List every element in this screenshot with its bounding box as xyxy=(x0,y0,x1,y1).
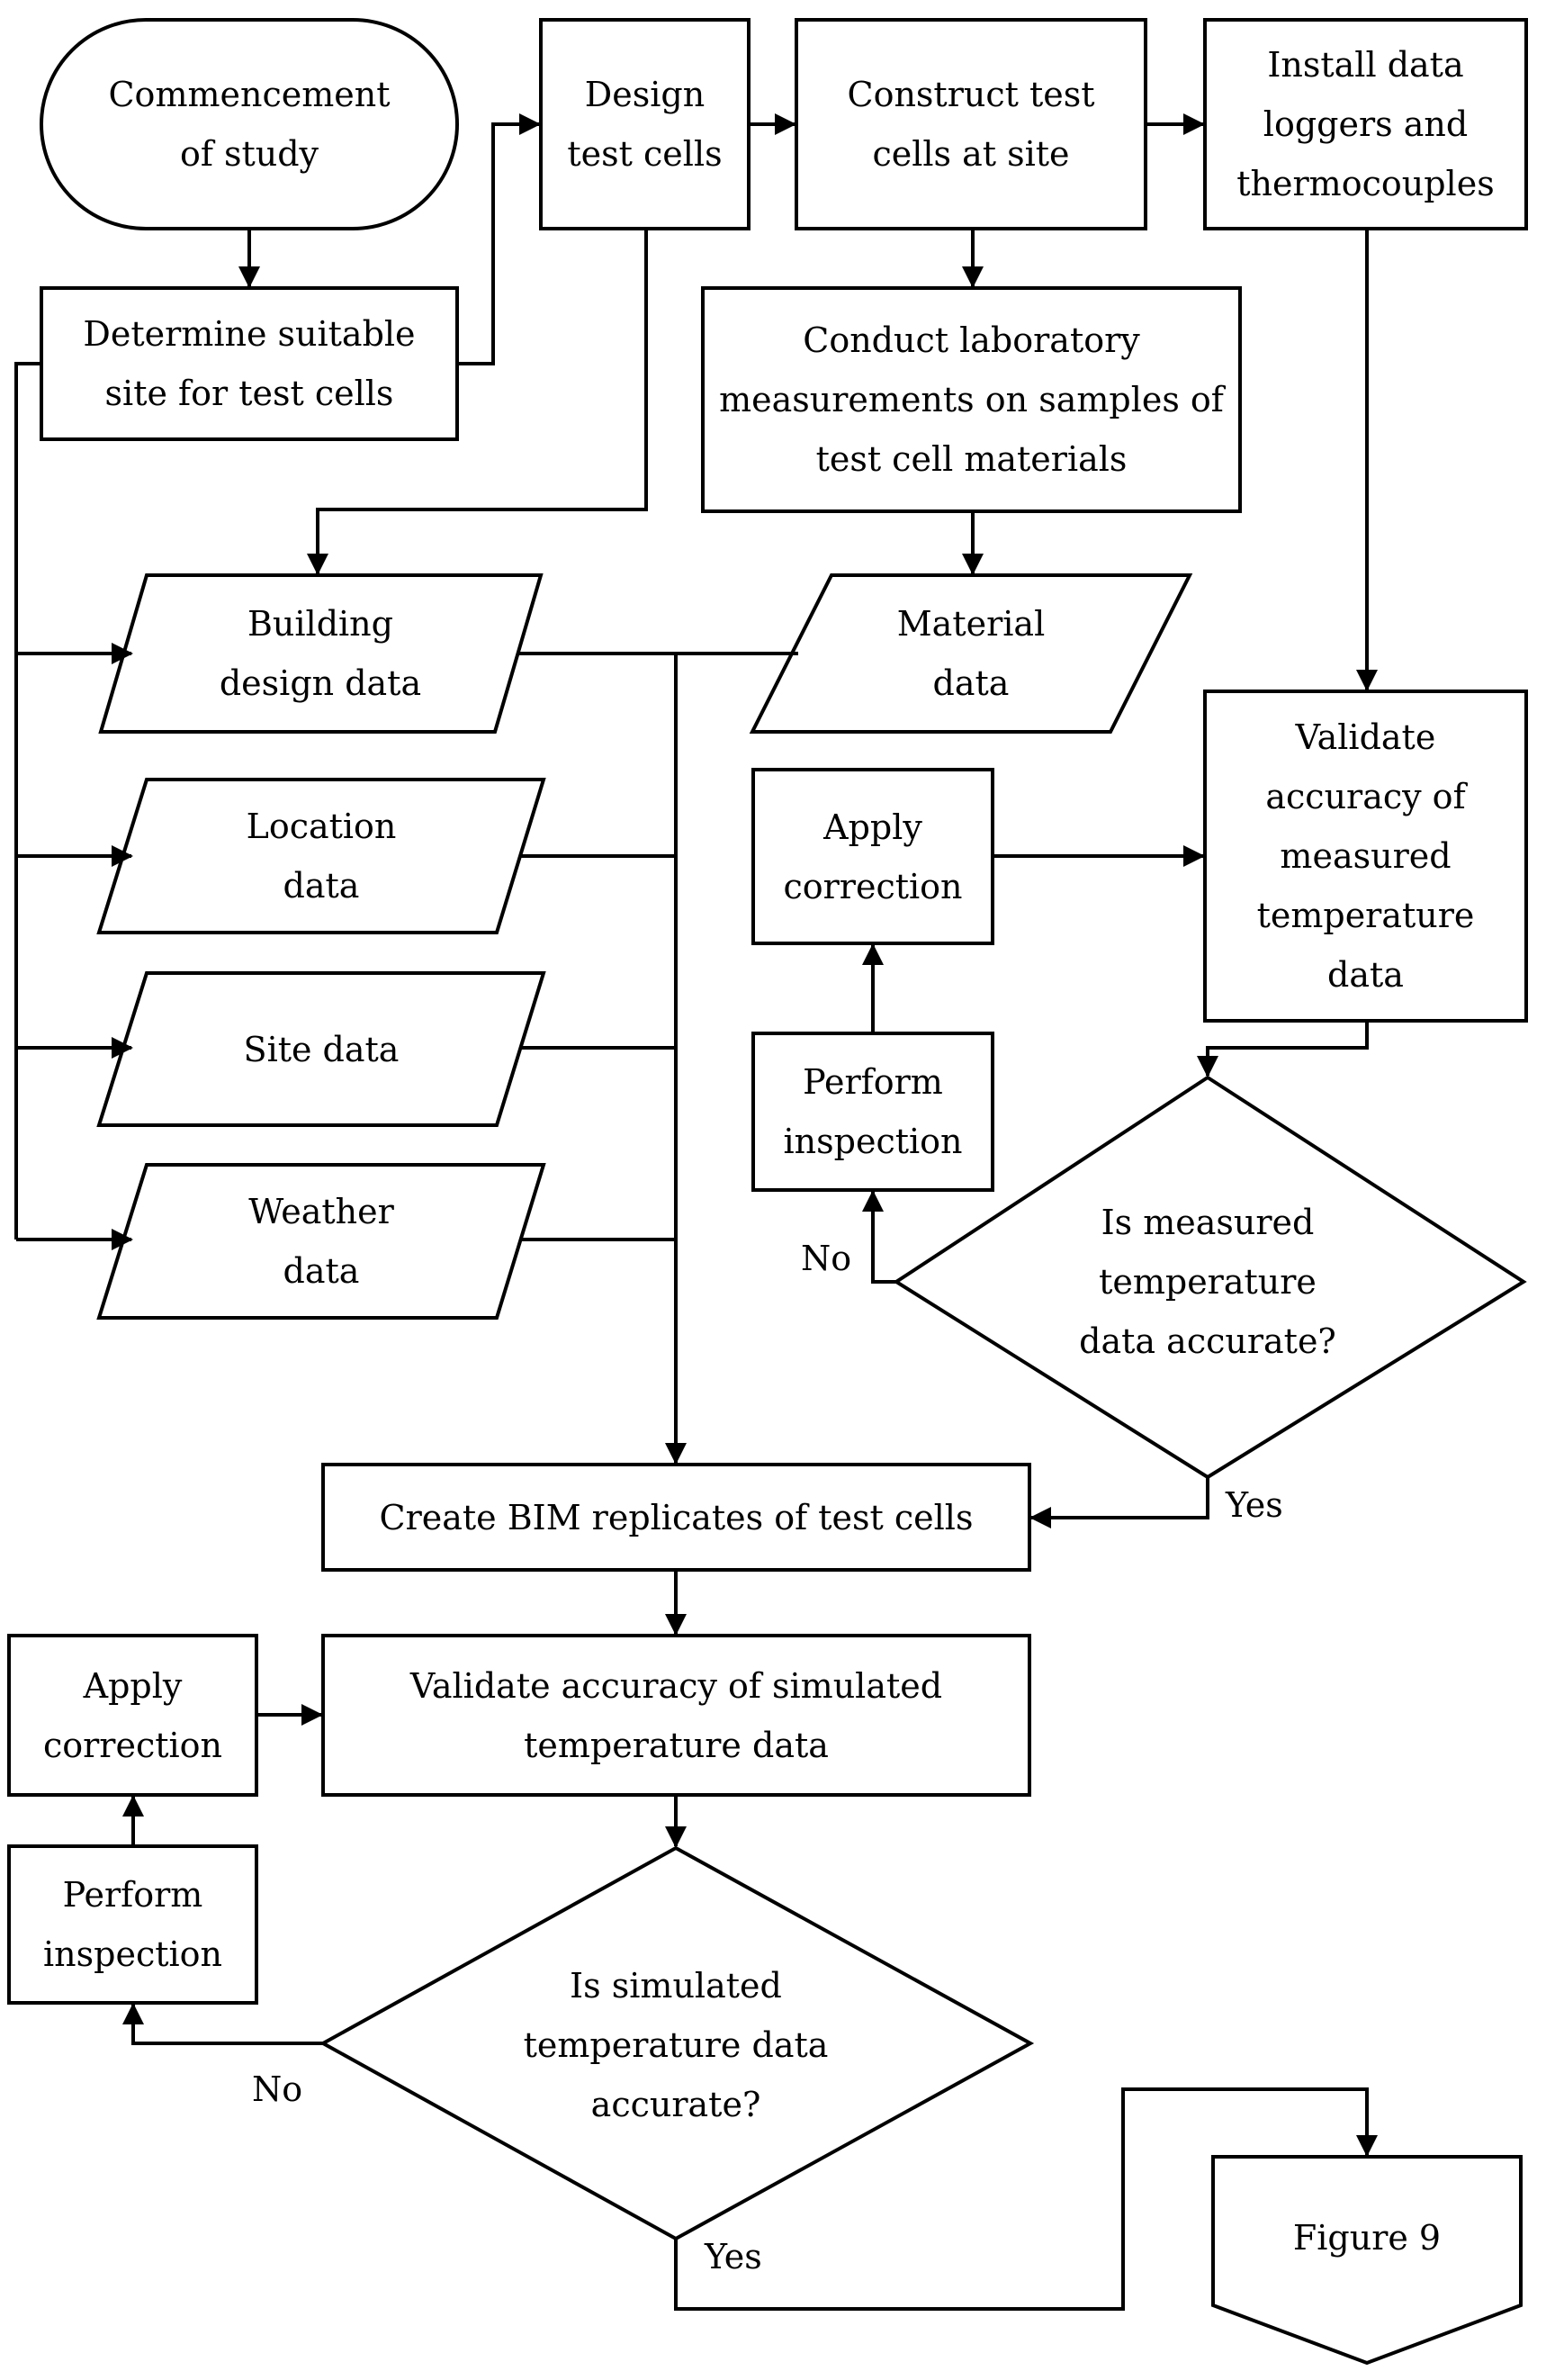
building-design-data-label: Building design data xyxy=(219,604,422,703)
connector-decision-simulated-no xyxy=(122,2003,323,2045)
edge-label-no-simulated: No xyxy=(252,2069,303,2109)
site-data-parallelogram xyxy=(96,971,546,1127)
edge-label-yes-measured: Yes xyxy=(1226,1485,1283,1525)
commencement-label: Commencement of study xyxy=(108,75,391,174)
figure-ref-label: Figure 9 xyxy=(1292,2218,1442,2258)
material-data-parallelogram xyxy=(749,573,1193,734)
connector-site-to-design xyxy=(457,113,541,365)
site-data-label: Site data xyxy=(243,1029,400,1069)
install-loggers-box xyxy=(1203,18,1528,230)
edge-label-yes-simulated: Yes xyxy=(705,2237,762,2276)
design-cells-label: Design test cells xyxy=(567,75,723,174)
design-cells-box xyxy=(539,18,751,230)
validate-simulated-label: Validate accuracy of simulated temperatu… xyxy=(409,1665,943,1765)
apply-correction-2-box xyxy=(7,1634,258,1797)
connector-design-to-building-data xyxy=(307,229,648,575)
connector-decision-simulated-yes xyxy=(674,2087,1378,2311)
construct-cells-label: Construct test cells at site xyxy=(847,75,1095,174)
weather-data-parallelogram xyxy=(96,1163,546,1320)
perform-inspection-2-label: Perform inspection xyxy=(43,1875,222,1974)
create-bim-label: Create BIM replicates of test cells xyxy=(379,1497,974,1537)
decision-simulated-label: Is simulated temperature data accurate? xyxy=(523,1966,829,2124)
connector-validate-to-decision-measured xyxy=(1197,1021,1369,1077)
material-data-label: Material data xyxy=(896,604,1046,703)
determine-site-box xyxy=(40,286,459,441)
decision-measured-label: Is measured temperature data accurate? xyxy=(1079,1203,1336,1361)
validate-measured-label: Validate accuracy of measured temperatur… xyxy=(1256,717,1475,995)
validate-measured-box xyxy=(1203,690,1528,1023)
construct-cells-box xyxy=(795,18,1147,230)
connector-decision-measured-no xyxy=(862,1190,896,1284)
location-data-parallelogram xyxy=(96,778,546,934)
connector-site-bus xyxy=(14,362,41,1240)
create-bim-box xyxy=(321,1463,1031,1572)
connector-decision-measured-yes xyxy=(1029,1477,1209,1528)
location-data-label: Location data xyxy=(246,807,397,906)
figure-ref-connector xyxy=(1211,2155,1523,2366)
building-design-data-parallelogram xyxy=(98,573,544,734)
perform-inspection-1-label: Perform inspection xyxy=(783,1062,963,1161)
validate-simulated-box xyxy=(321,1634,1031,1797)
determine-site-label: Determine suitable site for test cells xyxy=(83,314,416,413)
apply-correction-1-box xyxy=(751,768,994,945)
edge-label-no-measured: No xyxy=(801,1239,852,1278)
weather-data-label: Weather data xyxy=(248,1192,394,1291)
install-loggers-label: Install data loggers and thermocouples xyxy=(1236,45,1495,203)
lab-measurements-label: Conduct laboratory measurements on sampl… xyxy=(719,320,1224,479)
apply-correction-2-label: Apply correction xyxy=(42,1665,223,1765)
apply-correction-1-label: Apply correction xyxy=(783,807,963,906)
